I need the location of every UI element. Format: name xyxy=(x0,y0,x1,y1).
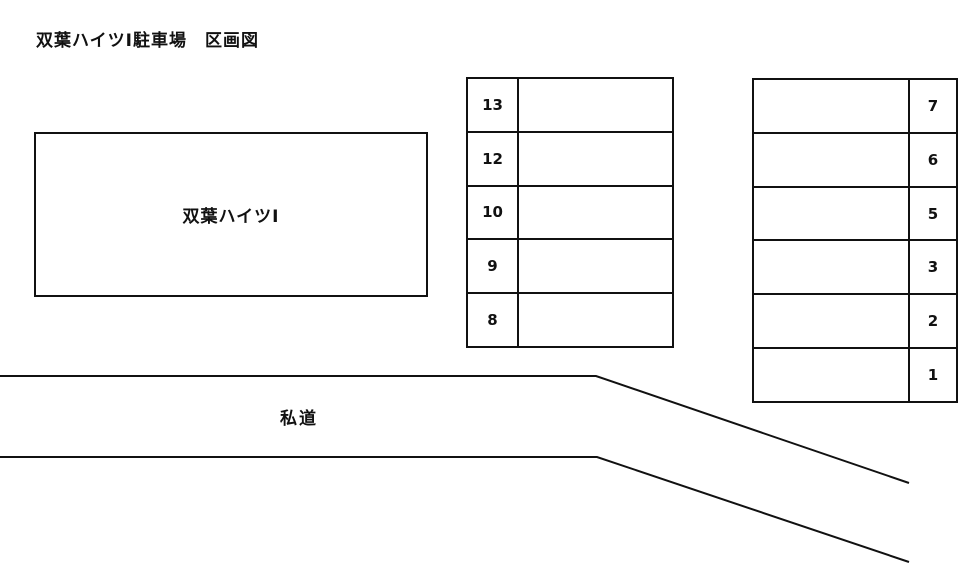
space-number: 5 xyxy=(927,204,939,223)
space-slot xyxy=(519,79,672,131)
parking-space-row: 2 xyxy=(754,295,956,350)
page-title: 双葉ハイツⅠ駐車場 区画図 xyxy=(36,31,259,51)
parking-space-row: 3 xyxy=(754,241,956,296)
parking-space-row: 1 xyxy=(754,349,956,401)
space-number: 3 xyxy=(927,258,939,277)
parking-space-row: 9 xyxy=(468,240,672,295)
space-number: 2 xyxy=(927,312,939,331)
parking-space-row: 5 xyxy=(754,187,956,242)
space-slot xyxy=(519,133,672,185)
road-lower-edge xyxy=(0,456,910,563)
parking-block-middle: 13 12 10 9 8 xyxy=(466,77,674,348)
space-slot xyxy=(519,294,672,346)
space-number: 7 xyxy=(927,96,939,115)
space-slot xyxy=(754,187,910,240)
parking-space-row: 8 xyxy=(468,294,672,346)
parking-space-row: 12 xyxy=(468,132,672,187)
space-number: 1 xyxy=(927,366,939,385)
parking-space-row: 6 xyxy=(754,133,956,188)
parking-space-row: 7 xyxy=(754,80,956,134)
space-slot xyxy=(519,240,672,292)
space-number: 12 xyxy=(468,132,519,185)
parking-space-row: 13 xyxy=(468,79,672,133)
space-number: 9 xyxy=(468,240,519,293)
road-label: 私道 xyxy=(280,409,318,429)
building-label: 双葉ハイツⅠ xyxy=(182,207,280,227)
space-slot xyxy=(754,241,910,294)
space-number: 6 xyxy=(927,150,939,169)
space-slot xyxy=(754,80,910,132)
space-slot xyxy=(754,133,910,186)
space-slot xyxy=(754,349,910,401)
space-number: 8 xyxy=(468,294,519,346)
space-slot xyxy=(754,295,910,348)
space-number: 13 xyxy=(468,79,519,131)
parking-block-right: 7 6 5 3 2 1 xyxy=(752,78,958,403)
space-slot xyxy=(519,187,672,239)
space-number: 10 xyxy=(468,186,519,239)
parking-space-row: 10 xyxy=(468,186,672,241)
building-box: 双葉ハイツⅠ xyxy=(34,132,428,297)
